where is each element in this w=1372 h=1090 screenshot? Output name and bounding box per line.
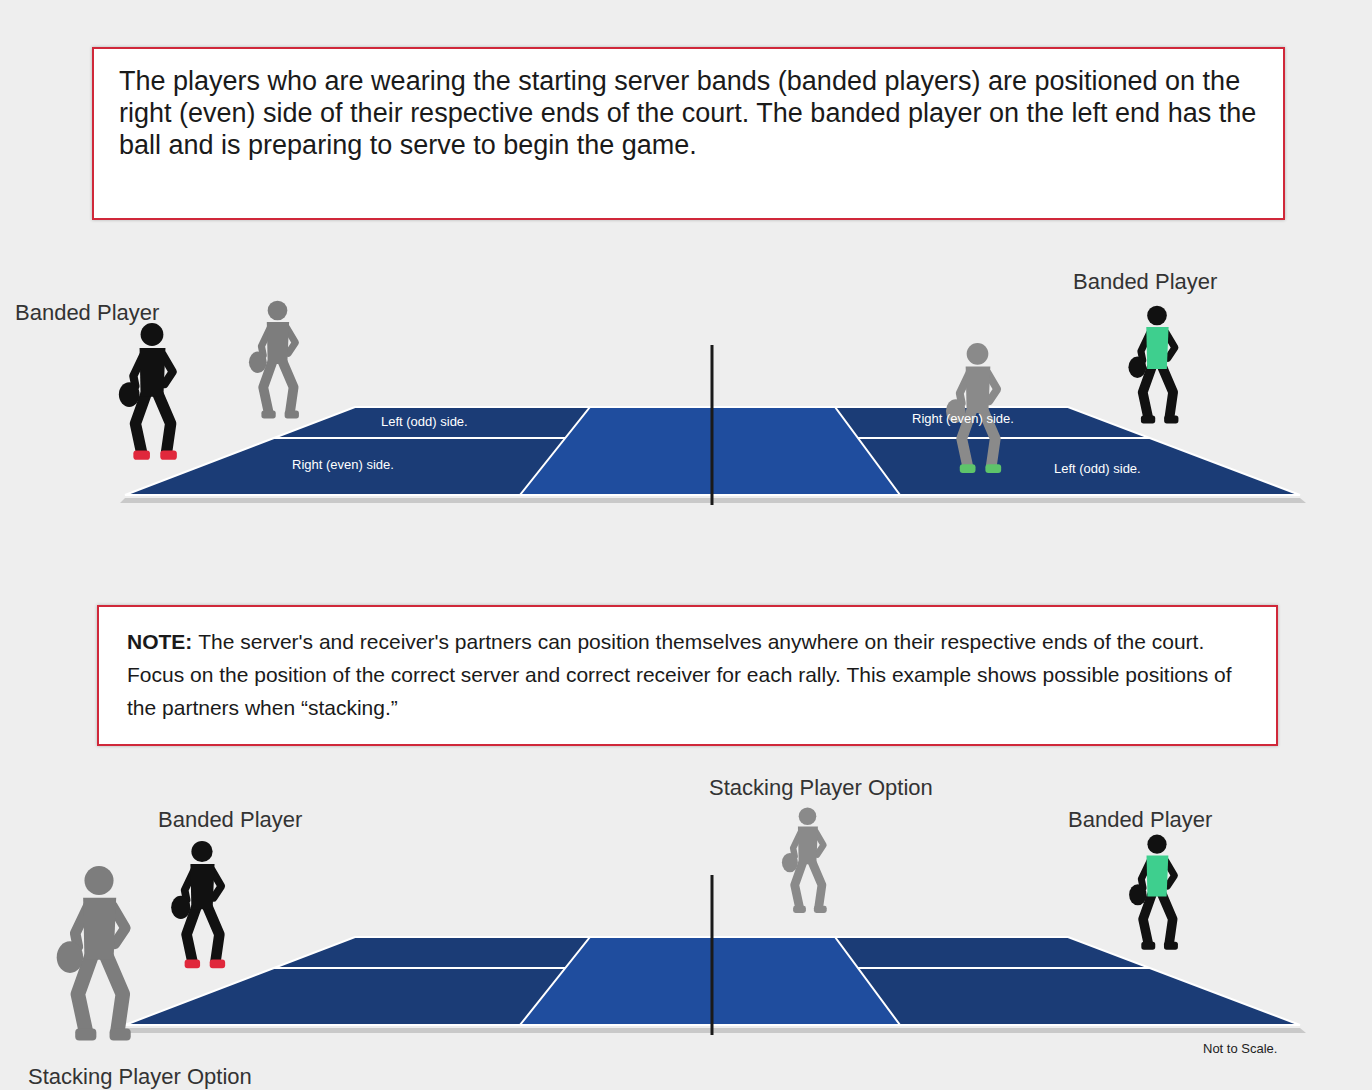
court-side-label: Right (even) side. [292,457,394,472]
player-label: Banded Player [158,807,302,833]
court-side-label: Left (odd) side. [1054,461,1141,476]
stacking-label: Stacking Player Option [709,775,933,801]
stacking-player-figure [782,807,827,913]
note-heading: NOTE: [127,630,192,653]
note-text: The server's and receiver's partners can… [127,630,1232,719]
upper-court [120,345,1306,505]
court-side-label: Right (even) side. [912,411,1014,426]
instruction-box: The players who are wearing the starting… [92,47,1285,220]
lower-court [120,875,1306,1035]
player-label: Banded Player [1073,269,1217,295]
player-label: Banded Player [15,300,159,326]
partner-figure [249,301,299,419]
banded-player-figure [1128,306,1178,424]
partner-figure [946,343,1001,473]
note-text: The players who are wearing the starting… [119,66,1256,160]
court-side-label: Left (odd) side. [381,414,468,429]
stacking-player-figure [57,866,131,1040]
note-box: NOTE:The server's and receiver's partner… [97,605,1278,746]
banded-player-figure [171,841,225,968]
banded-player-figure [119,323,177,460]
banded-player-figure [1129,835,1178,950]
player-label: Banded Player [1068,807,1212,833]
stacking-label: Stacking Player Option [28,1064,252,1090]
scale-note: Not to Scale. [1203,1041,1277,1056]
